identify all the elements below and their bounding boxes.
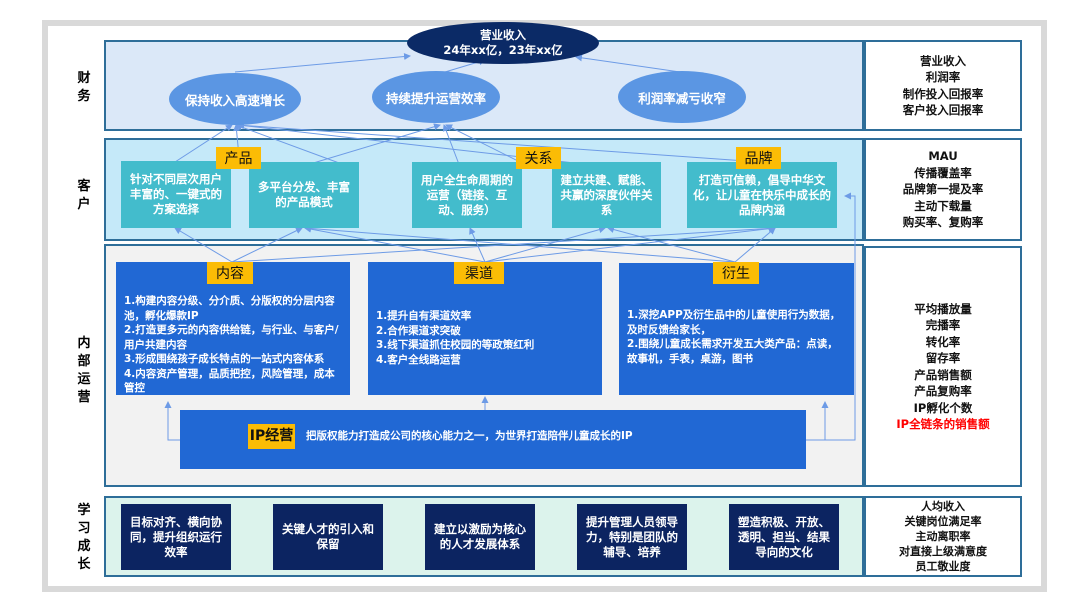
metric: 平均播放量 bbox=[914, 301, 972, 316]
learning-box-1: 目标对齐、横向协同，提升组织运行效率 bbox=[121, 504, 231, 570]
metric: 关键岗位满足率 bbox=[904, 515, 982, 528]
metric: 主动离职率 bbox=[915, 530, 971, 543]
metric: 对直接上级满意度 bbox=[899, 545, 987, 558]
tag-relationship: 关系 bbox=[516, 147, 561, 169]
channel-item: 4.客户全线路运营 bbox=[376, 353, 461, 366]
customer-box-4: 建立共建、赋能、共赢的深度伙伴关系 bbox=[552, 162, 661, 228]
ip-operation-text: 把版权能力打造成公司的核心能力之一，为世界打造陪伴儿童成长的IP bbox=[306, 430, 633, 442]
internal-block-content: 1.构建内容分级、分介质、分版权的分层内容池，孵化爆款IP 2.打造更多元的内容… bbox=[116, 262, 350, 395]
metric: 人均收入 bbox=[921, 500, 965, 513]
customer-box-1: 针对不同层次用户丰富的、一键式的方案选择 bbox=[121, 161, 231, 228]
metric: 产品销售额 bbox=[914, 367, 972, 382]
derivative-item: 1.深挖APP及衍生品中的儿童使用行为数据，及时反馈给家长， bbox=[627, 309, 841, 336]
row-label-learning: 学习成长 bbox=[77, 503, 91, 572]
tag-channel: 渠道 bbox=[454, 262, 504, 284]
internal-block-derivative: 1.深挖APP及衍生品中的儿童使用行为数据，及时反馈给家长， 2.围绕儿童成长需… bbox=[619, 263, 854, 395]
channel-item: 2.合作渠道求突破 bbox=[376, 324, 461, 337]
finance-goal-1: 保持收入高速增长 bbox=[169, 73, 301, 125]
metric: 完播率 bbox=[925, 318, 961, 332]
metric: 客户投入回报率 bbox=[902, 103, 984, 117]
internal-metrics: 平均播放量 完播率 转化率 留存率 产品销售额 产品复购率 IP孵化个数 IP全… bbox=[864, 246, 1022, 487]
metric: 购买率、复购率 bbox=[902, 215, 984, 230]
content-item: 3.形成围绕孩子成长特点的一站式内容体系 bbox=[124, 353, 325, 365]
ip-operation-block: IP经营 把版权能力打造成公司的核心能力之一，为世界打造陪伴儿童成长的IP bbox=[180, 410, 806, 469]
derivative-item: 2.围绕儿童成长需求开发五大类产品：点读，故事机，手表，桌游，图书 bbox=[627, 338, 838, 365]
tag-brand: 品牌 bbox=[736, 147, 781, 169]
metric: 员工敬业度 bbox=[915, 560, 971, 573]
content-item: 4.内容资产管理，品质把控，风险管理，成本管控 bbox=[124, 367, 335, 395]
metric: IP孵化个数 bbox=[913, 400, 973, 415]
internal-block-channel: 1.提升自有渠道效率 2.合作渠道求突破 3.线下渠道抓住校园的等政策红利 4.… bbox=[368, 262, 602, 395]
finance-goal-3: 利润率减亏收窄 bbox=[618, 71, 746, 123]
metric: 利润率 bbox=[925, 70, 961, 84]
channel-item: 1.提升自有渠道效率 bbox=[376, 310, 472, 322]
revenue-goal-title: 营业收入 bbox=[480, 28, 526, 42]
tag-ip-operation: IP经营 bbox=[248, 424, 295, 449]
metric: 制作投入回报率 bbox=[902, 86, 984, 101]
tag-content: 内容 bbox=[207, 262, 253, 284]
content-item: 1.构建内容分级、分介质、分版权的分层内容池，孵化爆款IP bbox=[124, 295, 335, 322]
metric: 传播覆盖率 bbox=[914, 165, 972, 180]
learning-box-3: 建立以激励为核心的人才发展体系 bbox=[425, 504, 535, 570]
row-label-finance: 财务 bbox=[77, 71, 91, 104]
row-label-internal: 内部运营 bbox=[77, 336, 91, 405]
customer-box-5: 打造可信赖，倡导中华文化，让儿童在快乐中成长的品牌内涵 bbox=[687, 162, 837, 228]
row-label-customer: 客户 bbox=[77, 179, 91, 212]
metric: 转化率 bbox=[925, 334, 961, 349]
metric: 品牌第一提及率 bbox=[902, 182, 984, 197]
metric: 留存率 bbox=[925, 351, 961, 365]
channel-item: 3.线下渠道抓住校园的等政策红利 bbox=[376, 339, 535, 351]
metric: 产品复购率 bbox=[914, 384, 972, 398]
finance-metrics: 营业收入 利润率 制作投入回报率 客户投入回报率 bbox=[864, 40, 1022, 131]
tag-derivative: 衍生 bbox=[713, 262, 759, 284]
learning-box-2: 关键人才的引入和保留 bbox=[273, 504, 383, 570]
customer-metrics: MAU 传播覆盖率 品牌第一提及率 主动下载量 购买率、复购率 bbox=[864, 138, 1022, 241]
revenue-goal-ellipse: 营业收入 24年xx亿，23年xx亿 bbox=[407, 22, 599, 64]
finance-goal-2: 持续提升运营效率 bbox=[372, 71, 500, 123]
tag-product: 产品 bbox=[216, 147, 261, 169]
highlight-metric: IP全链条的销售额 bbox=[896, 417, 990, 431]
learning-metrics: 人均收入 关键岗位满足率 主动离职率 对直接上级满意度 员工敬业度 bbox=[864, 496, 1022, 577]
metric: 营业收入 bbox=[920, 53, 966, 68]
customer-box-2: 多平台分发、丰富的产品模式 bbox=[249, 162, 359, 228]
customer-box-3: 用户全生命周期的运营（链接、互动、服务） bbox=[412, 162, 522, 228]
metric: MAU bbox=[928, 149, 958, 164]
content-item: 2.打造更多元的内容供给链，与行业、与客户/用户共建内容 bbox=[124, 324, 339, 351]
learning-box-5: 塑造积极、开放、透明、担当、结果导向的文化 bbox=[729, 504, 839, 570]
revenue-goal-value: 24年xx亿，23年xx亿 bbox=[443, 43, 563, 57]
metric: 主动下载量 bbox=[914, 198, 972, 213]
learning-box-4: 提升管理人员领导力，特别是团队的辅导、培养 bbox=[577, 504, 687, 570]
